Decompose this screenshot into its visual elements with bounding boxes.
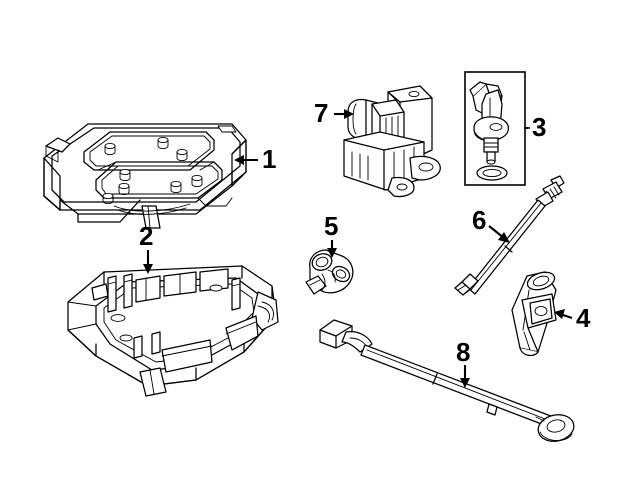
callout-4-leader xyxy=(554,309,573,319)
ecu-bosses xyxy=(102,136,203,205)
callout-1-label: 1 xyxy=(262,144,276,174)
callout-6-leader xyxy=(488,225,510,243)
part-8-sensor-eyelet xyxy=(537,414,575,442)
part-3-camshaft-position-sensor xyxy=(469,81,510,181)
callout-7-leader xyxy=(334,109,354,119)
callout-5-leader xyxy=(327,240,337,258)
callout-8-label: 8 xyxy=(456,337,470,367)
part-6-glow-plug xyxy=(454,175,565,296)
callout-7-label: 7 xyxy=(314,98,328,128)
callout-1-leader xyxy=(234,155,258,165)
callout-2-label: 2 xyxy=(139,221,153,251)
part-7-sensor-connector-module xyxy=(343,85,441,198)
callout-2-leader xyxy=(143,250,153,274)
part-3-o-ring xyxy=(476,165,508,181)
part-2-ecu-mounting-bracket xyxy=(67,265,279,397)
callout-5-label: 5 xyxy=(324,211,338,241)
callout-3-label: 3 xyxy=(532,112,546,142)
part-4-ignition-coil-connector xyxy=(511,271,557,357)
callout-4-label: 4 xyxy=(576,303,591,333)
part-1-engine-control-module xyxy=(43,123,247,229)
part-5-crankshaft-position-sensor xyxy=(305,249,354,295)
callout-8-leader xyxy=(460,365,470,388)
part-8-knock-sensor-harness xyxy=(319,319,575,442)
callout-6-label: 6 xyxy=(472,205,486,235)
